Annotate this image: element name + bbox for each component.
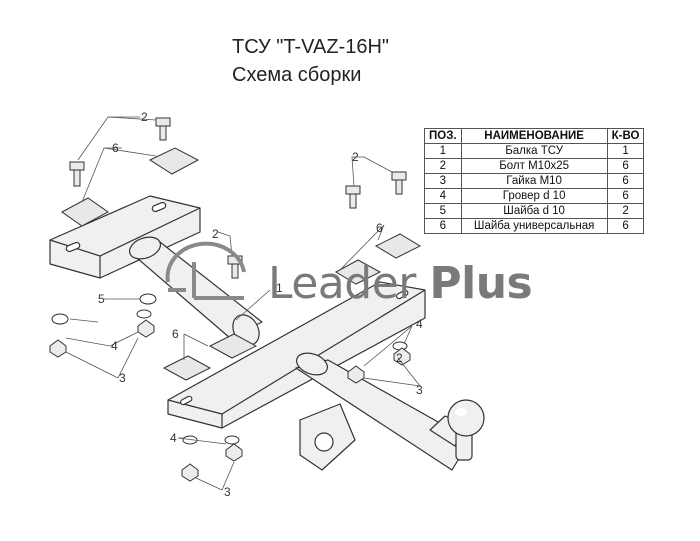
washer-icon — [139, 293, 157, 305]
nut-icon — [137, 319, 155, 338]
parts-table: ПОЗ. НАИМЕНОВАНИЕ К-ВО 1 Балка ТСУ 1 2 Б… — [424, 128, 645, 234]
callout-number: 2 — [396, 351, 403, 365]
table-cell: Гайка М10 — [460, 173, 608, 189]
ball-mount-tube — [295, 352, 471, 471]
bolt-icon — [69, 161, 85, 187]
leader-plus-logo-icon — [165, 241, 246, 300]
watermark-text: Leader Plus — [268, 258, 533, 309]
page-subtitle: Схема сборки — [232, 64, 362, 86]
callout-number: 6 — [172, 327, 179, 341]
bolt-icon — [345, 185, 361, 209]
callout-number: 3 — [224, 485, 231, 499]
callout-number: 6 — [112, 141, 119, 155]
universal-washer-icon — [208, 333, 258, 359]
callout-number: 6 — [376, 221, 383, 235]
callout-number: 4 — [111, 339, 118, 353]
bolt-icon — [155, 117, 171, 141]
bolt-icon — [391, 171, 407, 195]
table-row: 5 Шайба d 10 2 — [424, 203, 645, 219]
universal-washer-icon — [61, 197, 109, 227]
universal-washer-icon — [162, 355, 212, 381]
table-row: 6 Шайба универсальная 6 — [424, 218, 645, 234]
callout-number: 4 — [170, 431, 177, 445]
callout-number: 4 — [416, 317, 423, 331]
universal-washer-icon — [148, 147, 200, 175]
callout-number: 3 — [416, 383, 423, 397]
leader-lines — [65, 116, 421, 491]
table-cell: 6 — [606, 218, 645, 234]
washer-icon — [392, 341, 408, 351]
left-mounting-bracket — [49, 195, 201, 279]
universal-washer-icon — [374, 233, 422, 259]
washer-icon — [136, 309, 152, 319]
header-name: НАИМЕНОВАНИЕ — [460, 128, 608, 144]
universal-washer-icon — [334, 259, 382, 285]
washer-icon — [51, 313, 69, 325]
nut-icon — [49, 339, 67, 358]
tow-ball — [447, 399, 485, 461]
watermark-word-leader: Leader — [268, 258, 416, 309]
callout-number: 2 — [141, 110, 148, 124]
nut-icon — [393, 347, 411, 366]
nut-icon — [181, 463, 199, 482]
nut-icon — [225, 443, 243, 462]
table-cell: Шайба универсальная — [460, 218, 608, 234]
table-row: 2 Болт М10х25 6 — [424, 158, 645, 174]
callout-number: 2 — [212, 227, 219, 241]
washer-icon — [224, 435, 240, 445]
page-title: ТСУ "T-VAZ-16H" — [232, 36, 389, 58]
watermark-word-plus: Plus — [429, 258, 533, 309]
callout-number: 3 — [119, 371, 126, 385]
callout-number: 1 — [276, 281, 283, 295]
callout-number: 5 — [98, 292, 105, 306]
callout-number: 2 — [352, 150, 359, 164]
main-beam — [167, 281, 426, 429]
